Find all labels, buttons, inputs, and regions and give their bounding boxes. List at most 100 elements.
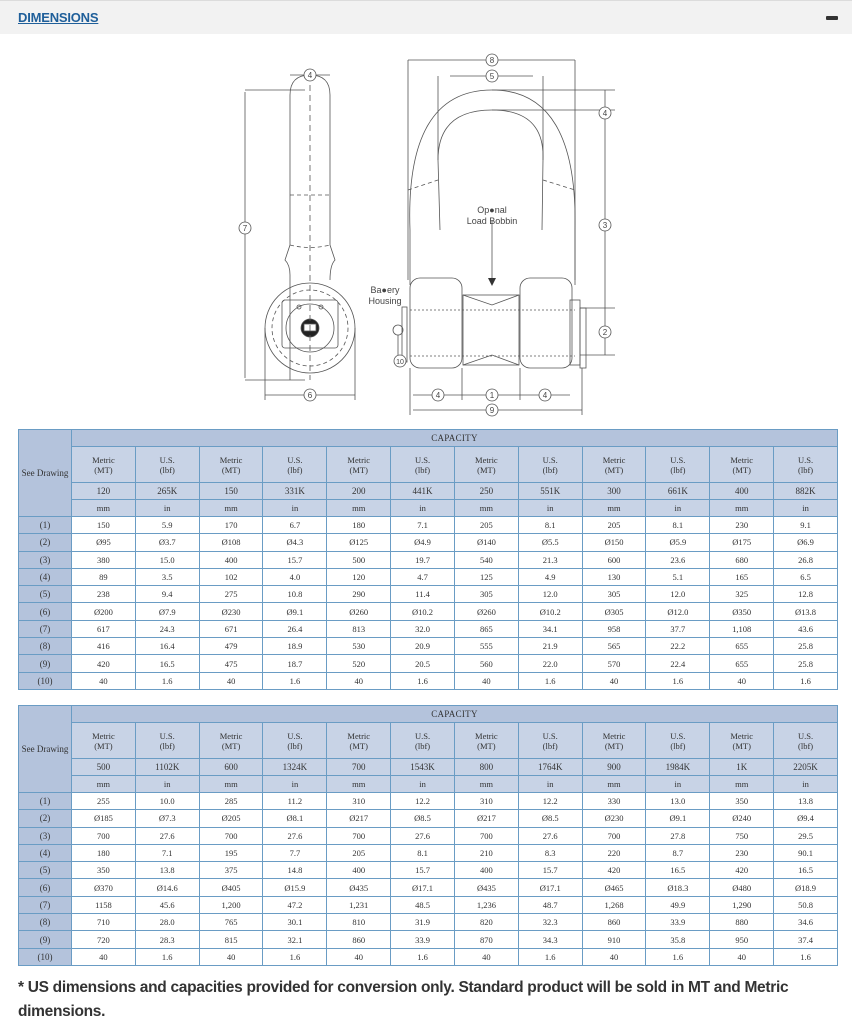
table-cell: 416	[71, 637, 136, 656]
capacity-rating: 300	[581, 482, 647, 500]
table-cell: 1.6	[134, 947, 200, 966]
dimensions-title-link[interactable]: DIMENSIONS	[18, 10, 99, 25]
table-cell: 1.6	[517, 947, 583, 966]
table-cell: 310	[453, 791, 519, 811]
row-label: (10)	[18, 947, 72, 966]
table-cell: Ø150	[581, 533, 647, 552]
table-cell: Ø7.3	[134, 809, 200, 828]
table-cell: 19.7	[390, 550, 455, 569]
table-cell: Ø18.3	[645, 878, 711, 897]
table-cell: 125	[453, 567, 519, 587]
table-cell: Ø217	[453, 809, 519, 828]
table-cell: 540	[453, 550, 519, 569]
table-cell: 40	[709, 671, 775, 690]
svg-text:Housing: Housing	[368, 296, 401, 306]
unit-label: in	[390, 499, 455, 517]
table-cell: 120	[326, 567, 392, 587]
table-cell: Ø230	[581, 809, 647, 828]
table-cell: 165	[709, 567, 775, 587]
row-label: (2)	[18, 809, 72, 828]
capacity-rating: 551K	[517, 482, 583, 500]
capacity-rating: 1K	[709, 758, 775, 776]
table-cell: 10.0	[134, 791, 200, 811]
table-cell: 1.6	[645, 947, 711, 966]
capacity-rating: 200	[326, 482, 392, 500]
table-cell: Ø230	[198, 602, 264, 621]
table-cell: 8.7	[645, 843, 711, 863]
table-cell: 700	[198, 826, 264, 845]
unit-label: mm	[198, 775, 264, 793]
table-cell: 5.9	[134, 515, 200, 535]
table-cell: Ø370	[71, 878, 136, 897]
table-cell: 29.5	[773, 826, 838, 845]
table-cell: 21.3	[517, 550, 583, 569]
dimensions-section-header[interactable]: DIMENSIONS	[0, 0, 852, 34]
table-cell: 21.9	[517, 637, 583, 656]
table-cell: Ø185	[71, 809, 136, 828]
row-label: (3)	[18, 550, 72, 569]
table-cell: 520	[326, 654, 392, 673]
table-cell: 810	[326, 913, 392, 932]
row-label: (8)	[18, 637, 72, 656]
table-cell: Ø4.9	[390, 533, 455, 552]
table-cell: 870	[453, 930, 519, 949]
svg-text:Load Bobbin: Load Bobbin	[467, 216, 518, 226]
table-cell: 1,290	[709, 895, 775, 915]
row-label: (9)	[18, 930, 72, 949]
table-cell: 310	[326, 791, 392, 811]
table-cell: 12.2	[390, 791, 455, 811]
table-cell: Ø8.5	[390, 809, 455, 828]
table-cell: 1158	[71, 895, 136, 915]
row-label: (8)	[18, 913, 72, 932]
table-cell: 16.5	[773, 861, 838, 880]
unit-label: in	[262, 499, 328, 517]
table-cell: Ø4.3	[262, 533, 328, 552]
table-cell: 8.1	[390, 843, 455, 863]
capacity-rating: 600	[198, 758, 264, 776]
table-cell: 700	[581, 826, 647, 845]
table-cell: Ø350	[709, 602, 775, 621]
svg-text:8: 8	[490, 56, 495, 65]
table-cell: 15.7	[262, 550, 328, 569]
table-cell: 565	[581, 637, 647, 656]
capacity-rating: 700	[326, 758, 392, 776]
table-cell: 710	[71, 913, 136, 932]
table-cell: 1,268	[581, 895, 647, 915]
table-cell: 400	[198, 550, 264, 569]
unit-label: mm	[71, 775, 136, 793]
table-cell: Ø9.1	[645, 809, 711, 828]
table-cell: 4.9	[517, 567, 583, 587]
minus-icon[interactable]	[826, 16, 838, 20]
table-cell: 40	[453, 947, 519, 966]
table-cell: 13.0	[645, 791, 711, 811]
table-cell: 15.0	[134, 550, 200, 569]
unit-label: mm	[581, 775, 647, 793]
table-cell: Ø260	[326, 602, 392, 621]
unit-header: U.S.(lbf)	[517, 722, 583, 759]
table-cell: Ø435	[453, 878, 519, 897]
table-cell: 5.1	[645, 567, 711, 587]
table-cell: 12.2	[517, 791, 583, 811]
table-cell: 13.8	[134, 861, 200, 880]
unit-header: Metric(MT)	[198, 446, 264, 483]
row-label: (4)	[18, 567, 72, 587]
row-label: (2)	[18, 533, 72, 552]
table-cell: 16.5	[134, 654, 200, 673]
row-label: (7)	[18, 895, 72, 915]
capacity-rating: 400	[709, 482, 775, 500]
table-cell: 275	[198, 585, 264, 604]
table-cell: 18.7	[262, 654, 328, 673]
svg-text:4: 4	[436, 391, 441, 400]
unit-header: Metric(MT)	[198, 722, 264, 759]
row-label: (7)	[18, 619, 72, 639]
table-cell: Ø205	[198, 809, 264, 828]
unit-header: Metric(MT)	[71, 722, 136, 759]
table-cell: 20.9	[390, 637, 455, 656]
table-cell: 40	[71, 947, 136, 966]
table-cell: 28.3	[134, 930, 200, 949]
table-cell: 205	[453, 515, 519, 535]
